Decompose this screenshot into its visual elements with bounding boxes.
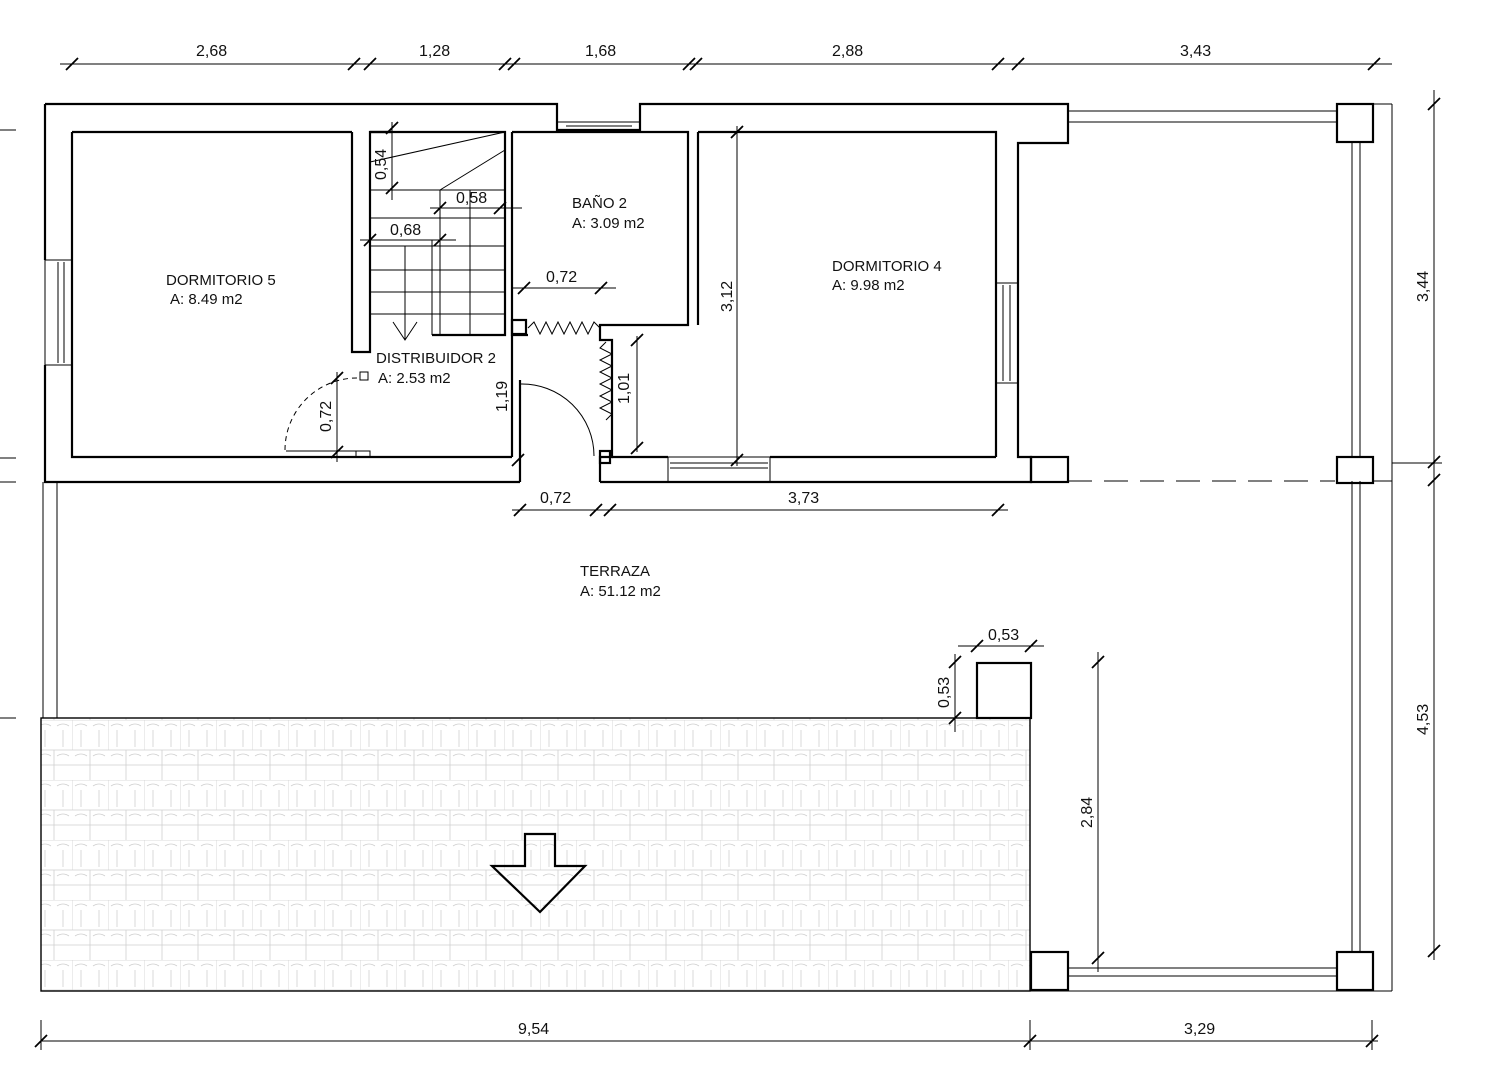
pillar (1335, 455, 1375, 485)
dim-stair-riser: 0,54 (373, 149, 390, 180)
room-distribuidor-2-area: A: 2.53 m2 (378, 370, 451, 387)
chimney (975, 661, 1033, 720)
dim-bottom-1: 9,54 (518, 1021, 549, 1038)
dim-entry-door: 0,72 (540, 490, 571, 507)
right-dimension-line (1392, 90, 1442, 960)
room-bano-2-name: BAÑO 2 (572, 195, 627, 212)
room-dormitorio-5-name: DORMITORIO 5 (166, 272, 276, 289)
room-dormitorio-4-name: DORMITORIO 4 (832, 258, 942, 275)
room-distribuidor-2-name: DISTRIBUIDOR 2 (376, 350, 496, 367)
dim-bottom-2: 3,29 (1184, 1021, 1215, 1038)
dim-top-4: 2,88 (832, 43, 863, 60)
room-terraza-name: TERRAZA (580, 563, 650, 580)
dim-dorm4-width: 3,73 (788, 490, 819, 507)
pillar (1335, 950, 1375, 992)
pillar (1029, 455, 1070, 484)
dim-right-1: 3,44 (1415, 271, 1432, 302)
room-terraza-area: A: 51.12 m2 (580, 583, 661, 600)
dim-bath-door: 0,72 (546, 269, 577, 286)
dim-right-2: 4,53 (1415, 704, 1432, 735)
dim-dorm4-height: 3,12 (719, 281, 736, 312)
room-dormitorio-5-area: A: 8.49 m2 (170, 291, 243, 308)
dim-top-1: 2,68 (196, 43, 227, 60)
dim-dist-height: 1,19 (494, 381, 511, 412)
slope-arrow-icon (489, 832, 588, 914)
dim-stair-tread: 0,58 (456, 190, 487, 207)
pillar (1335, 102, 1375, 144)
dim-pillar-w: 0,53 (988, 627, 1019, 644)
pillar (1029, 950, 1070, 992)
dim-stair-width: 0,68 (390, 222, 421, 239)
dim-bath-door-height: 1,01 (616, 373, 633, 404)
bottom-dimension-line (34, 1020, 1379, 1050)
top-dimension-line (60, 57, 1392, 71)
dim-top-5: 3,43 (1180, 43, 1211, 60)
dim-pillar-h: 0,53 (936, 677, 953, 708)
dim-dorm5-door: 0,72 (318, 401, 335, 432)
roof-tiles (40, 717, 1031, 992)
dim-top-2: 1,28 (419, 43, 450, 60)
room-bano-2-area: A: 3.09 m2 (572, 215, 645, 232)
room-dormitorio-4-area: A: 9.98 m2 (832, 277, 905, 294)
dim-top-3: 1,68 (585, 43, 616, 60)
dim-pergola-height: 2,84 (1079, 797, 1096, 828)
